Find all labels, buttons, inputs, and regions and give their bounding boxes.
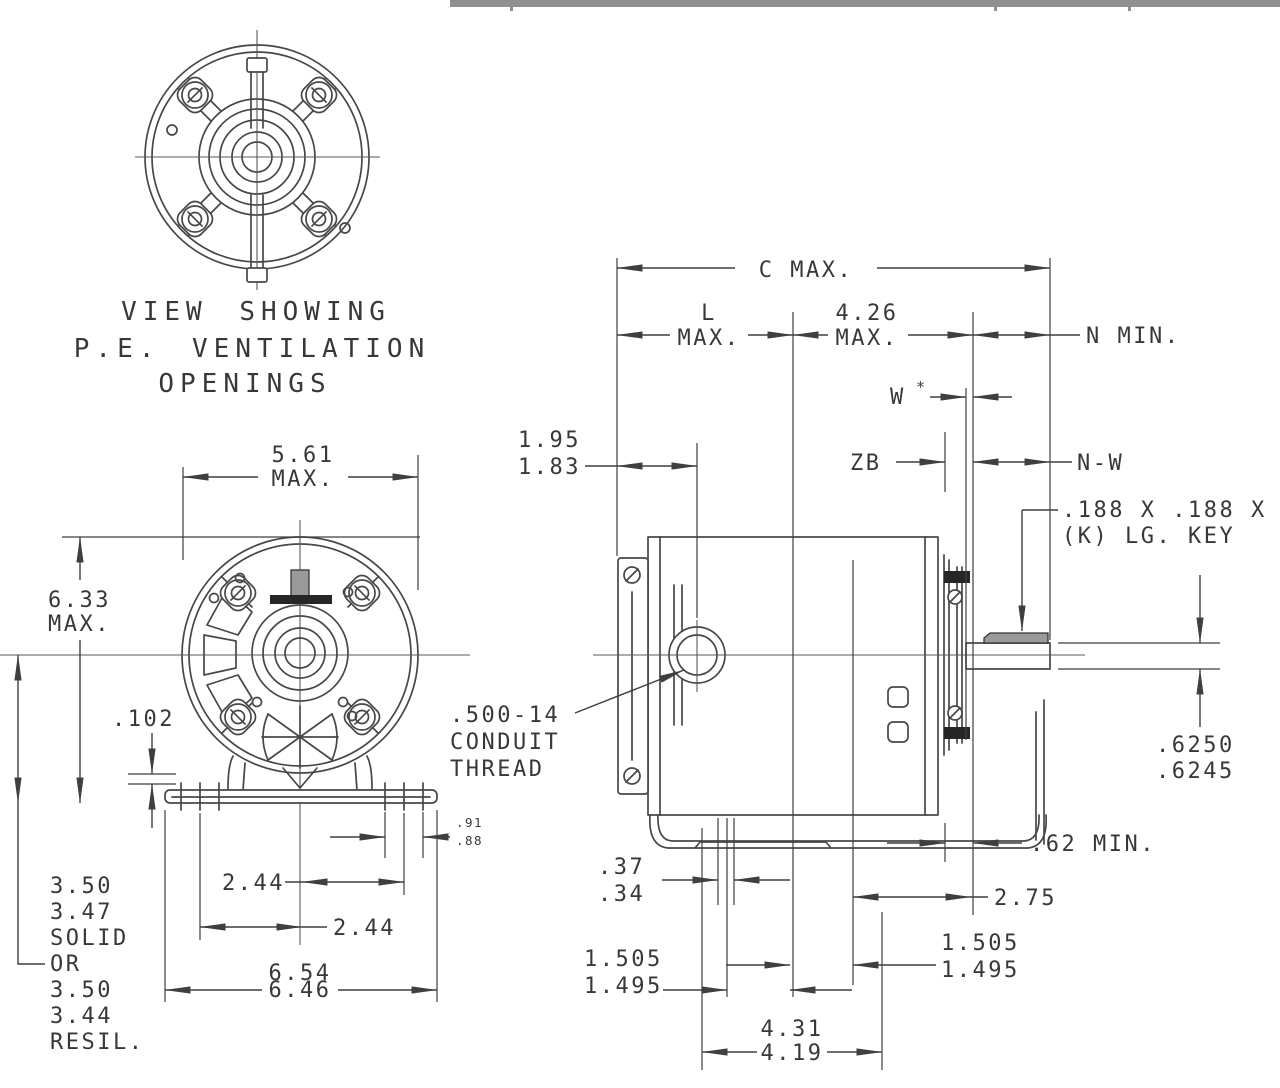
dim-w-star: * — [916, 378, 925, 396]
dim-l-max: MAX. — [678, 326, 741, 351]
dim-mid-max: MAX. — [836, 326, 899, 351]
dim-slot-hi: .91 — [456, 815, 483, 830]
dim-base-hi: 6.54 — [269, 961, 332, 986]
shaft-height-7: RESIL. — [50, 1030, 144, 1055]
dim-shaft-min: .62 MIN. — [1030, 832, 1156, 857]
dim-slot-lo: .88 — [456, 833, 483, 848]
dim-zb: ZB — [850, 451, 882, 476]
dim-slot-left-hi: 1.505 — [584, 947, 663, 972]
dim-pad: .102 — [112, 707, 175, 732]
dim-shaft-dia-hi: .6250 — [1156, 733, 1235, 758]
dim-l: L — [701, 301, 717, 326]
dim-boss-hi: 1.95 — [518, 428, 581, 453]
front-view-dimensions: 5.61 MAX. 6.33 MAX. 3.50 3.47 SOLID OR 3… — [14, 443, 483, 1055]
caption-line-3: OPENINGS — [158, 369, 331, 399]
caption-line-2: P.E. VENTILATION — [74, 334, 430, 364]
dim-bolt-right: 2.44 — [222, 871, 285, 896]
dim-boss-lo: 1.83 — [518, 455, 581, 480]
dim-width-max: MAX. — [272, 467, 335, 492]
dim-shaft-dia-lo: .6245 — [1156, 759, 1235, 784]
shaft-height-6: 3.44 — [50, 1004, 113, 1029]
shaft-height-2: 3.47 — [50, 900, 113, 925]
dim-slot-width-lo: .34 — [598, 882, 645, 907]
dim-slot-left-lo: 1.495 — [584, 974, 663, 999]
dim-width-value: 5.61 — [272, 443, 335, 468]
shaft-height-3: SOLID — [50, 926, 129, 951]
dim-slot-right-hi: 1.505 — [941, 931, 1020, 956]
shaft-height-1: 3.50 — [50, 874, 113, 899]
key-callout-1: .188 X .188 X — [1062, 498, 1267, 523]
cropped-table-edge — [450, 0, 1280, 11]
side-view-dimensions: C MAX. L MAX. 4.26 MAX. N MIN. W * ZB N-… — [450, 258, 1267, 1070]
shaft-height-4: OR — [50, 952, 82, 977]
dim-w: W — [890, 385, 906, 410]
top-bolt-stub — [246, 57, 268, 129]
dim-n-min: N MIN. — [1086, 324, 1180, 349]
front-view-geometry — [0, 520, 470, 945]
dim-height-max: MAX. — [48, 612, 111, 637]
dim-span-lo: 4.19 — [761, 1041, 824, 1066]
dim-height-value: 6.33 — [48, 588, 111, 613]
side-view-geometry — [593, 536, 1085, 849]
caption-line-1: VIEW SHOWING — [121, 297, 391, 327]
dim-slot-width-hi: .37 — [598, 855, 645, 880]
dim-bolt-left: 2.44 — [333, 916, 396, 941]
dim-nw: N-W — [1077, 451, 1124, 476]
dim-hub: 2.75 — [994, 886, 1057, 911]
pe-view-caption: VIEW SHOWING P.E. VENTILATION OPENINGS — [74, 297, 430, 399]
shaft-height-5: 3.50 — [50, 978, 113, 1003]
dim-span-hi: 4.31 — [761, 1017, 824, 1042]
key-callout-2: (K) LG. KEY — [1062, 524, 1235, 549]
dim-c-max: C MAX. — [759, 258, 853, 283]
conduit-callout-1: .500-14 — [450, 703, 560, 728]
dim-base-lo: 6.46 — [269, 978, 332, 1003]
dim-mid-value: 4.26 — [836, 301, 899, 326]
bottom-bolt-stub — [246, 194, 268, 283]
conduit-callout-2: CONDUIT — [450, 730, 560, 755]
dim-slot-right-lo: 1.495 — [941, 958, 1020, 983]
conduit-callout-3: THREAD — [450, 757, 544, 782]
base-vent — [261, 705, 339, 789]
pe-ventilation-view — [135, 30, 380, 290]
